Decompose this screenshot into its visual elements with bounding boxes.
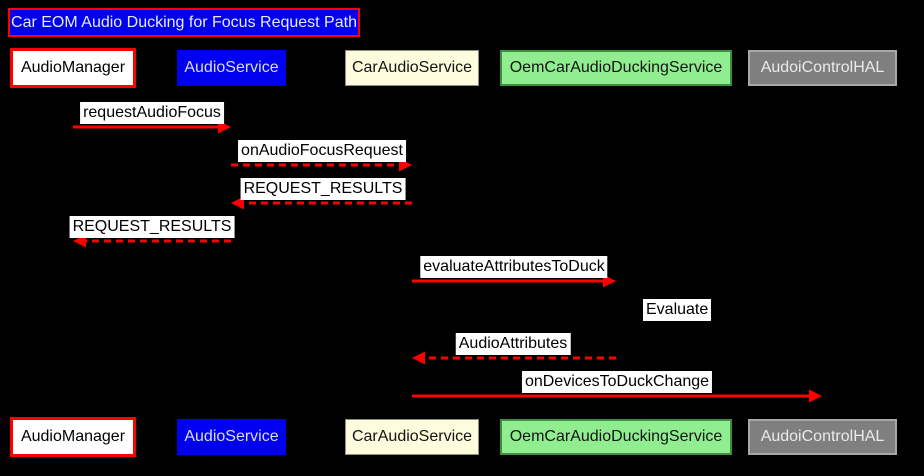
message-label-request-results-2: REQUEST_RESULTS [69, 216, 235, 238]
actor-audiomanager-top: AudioManager [10, 48, 136, 88]
actor-audoicontrolhal-top: AudoiControlHAL [748, 50, 897, 86]
actor-oemcaraudioduckingservice-top: OemCarAudioDuckingService [500, 50, 732, 86]
arrowhead-audioattributes [412, 351, 425, 365]
actor-audioservice-top: AudioService [177, 50, 286, 86]
actor-caraudioservice-bottom: CarAudioService [345, 419, 479, 455]
actor-caraudioservice-top: CarAudioService [345, 50, 479, 86]
actor-audoicontrolhal-bottom: AudoiControlHAL [748, 419, 897, 455]
message-label-ondevicestoduckchange: onDevicesToDuckChange [521, 371, 713, 393]
message-label-requestaudiofocus: requestAudioFocus [80, 102, 224, 124]
arrowhead-ondevicestoduckchange [809, 389, 822, 403]
message-label-audioattributes: AudioAttributes [455, 333, 571, 355]
message-label-request-results-1: REQUEST_RESULTS [240, 178, 406, 200]
message-label-evaluate: Evaluate [643, 299, 712, 321]
actor-audioservice-bottom: AudioService [177, 419, 286, 455]
actor-audiomanager-bottom: AudioManager [10, 417, 136, 457]
message-label-evaluateattributestoduck: evaluateAttributesToDuck [420, 256, 608, 278]
arrowhead-evaluate-selfloop [616, 325, 629, 339]
diagram-title: Car EOM Audio Ducking for Focus Request … [8, 8, 360, 37]
actor-oemcaraudioduckingservice-bottom: OemCarAudioDuckingService [500, 419, 732, 455]
message-label-onaudiofocusrequest: onAudioFocusRequest [238, 140, 406, 162]
